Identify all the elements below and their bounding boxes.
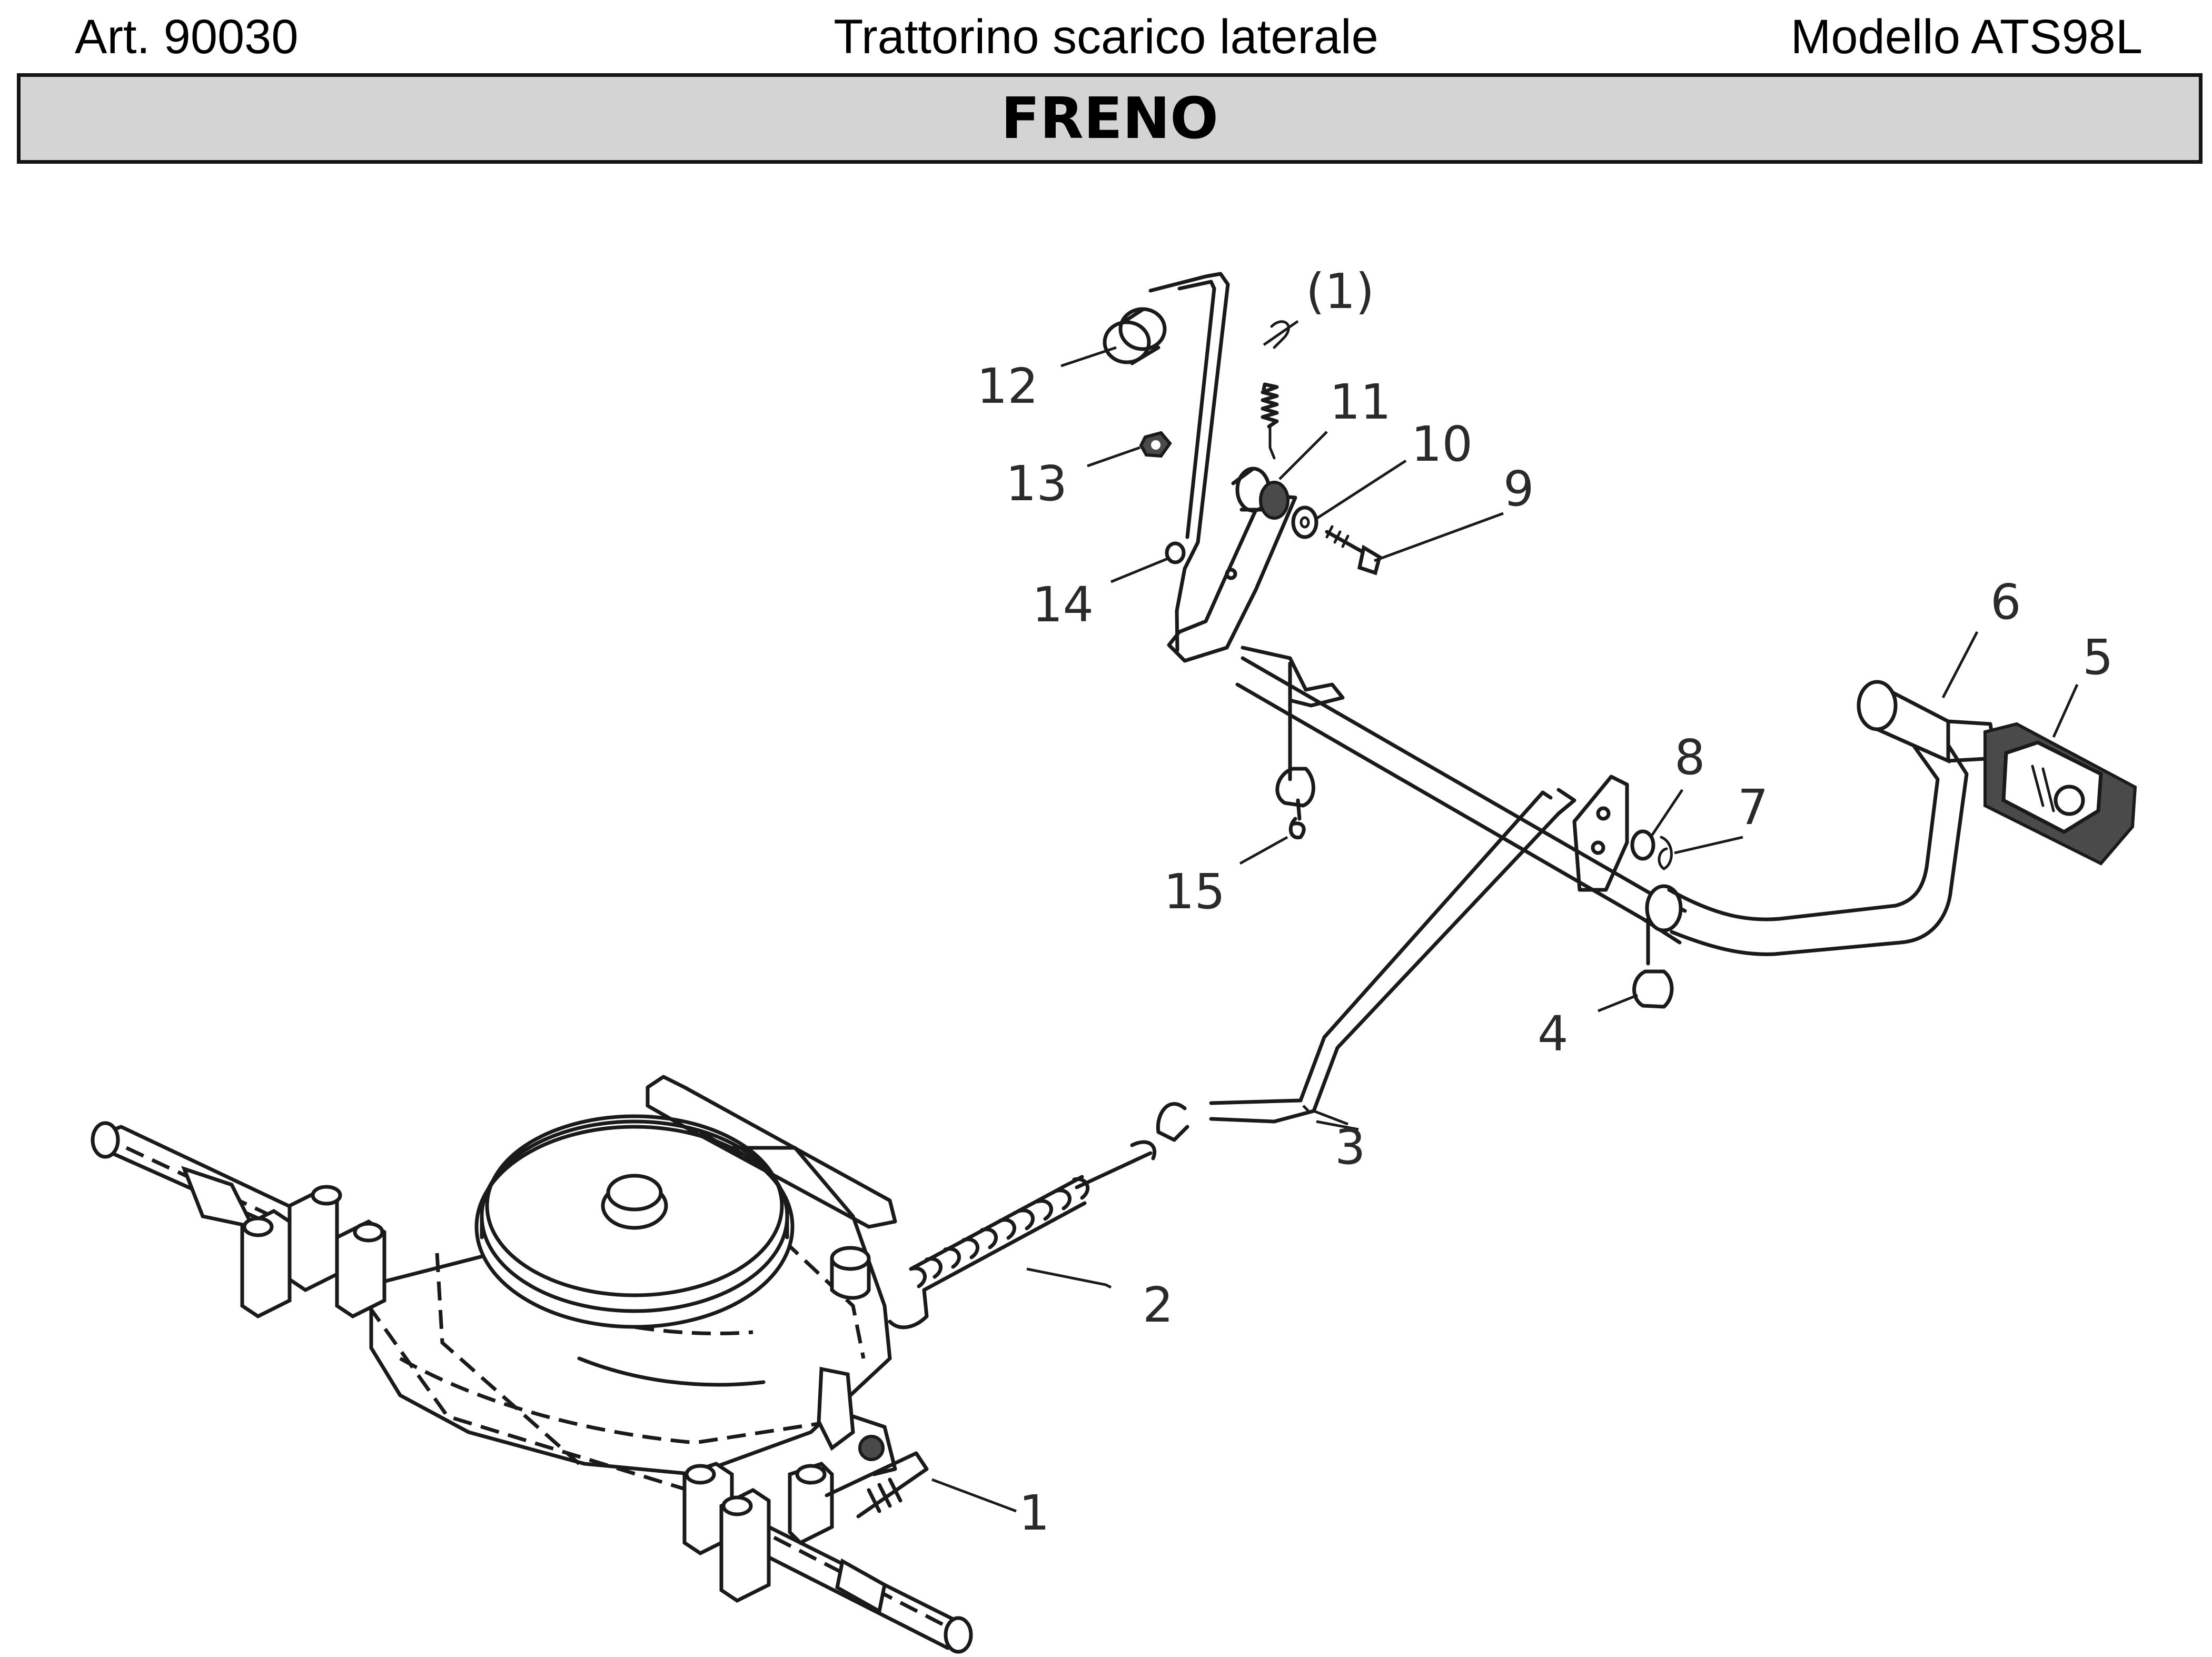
clip-15 [1275, 767, 1315, 840]
callout-label: 13 [1006, 455, 1067, 512]
callout-label: 15 [1164, 864, 1225, 920]
callout-label: 6 [1990, 574, 2021, 630]
washer-10 [1291, 505, 1318, 539]
pedal-sleeve-6 [1857, 680, 1998, 764]
right-axle-shaft [759, 1525, 973, 1654]
brake-arm-1 [817, 1366, 929, 1519]
clip-7 [1658, 836, 1673, 870]
callout-label: 10 [1411, 416, 1473, 472]
shaft-collar [1645, 884, 1683, 932]
brake-cross-shaft [1235, 646, 1687, 945]
leader-lines [931, 320, 2079, 1513]
shaft-bracket-plate [1572, 775, 1629, 892]
brake-arm-bracket [1167, 493, 1297, 663]
nut-13 [1139, 431, 1172, 458]
pulley [474, 1114, 795, 1329]
brake-rod-3 [1156, 788, 1576, 1142]
callout-label: 14 [1032, 577, 1094, 633]
spring-2 [888, 1140, 1157, 1329]
section-title: FRENO [1001, 85, 1218, 152]
axle-mount-brackets [240, 1185, 834, 1603]
model-name: Modello ATS98L [1790, 10, 2142, 64]
callout-label: 7 [1738, 779, 1769, 836]
brake-lever-rod [1148, 272, 1230, 652]
callout-label: (1) [1306, 263, 1374, 320]
callout-label: 4 [1538, 1006, 1569, 1062]
document-title: Trattorino scarico laterale [834, 10, 1378, 64]
section-banner: FRENO [17, 73, 2203, 164]
callout-label: 1 [1019, 1485, 1050, 1541]
spring-small-1 [1261, 320, 1290, 460]
article-number: Art. 90030 [75, 10, 299, 64]
housing-vent-cap [830, 1246, 871, 1300]
clip-4 [1632, 917, 1674, 1009]
callout-label: 8 [1674, 729, 1705, 786]
callout-labels: (1) 12 11 10 13 9 14 6 5 8 7 15 4 3 2 1 [977, 263, 2114, 1541]
control-lever [646, 1075, 897, 1229]
pedal-arm [1667, 740, 1969, 956]
bushing-11 [1231, 467, 1289, 520]
callout-label: 9 [1503, 461, 1534, 517]
callout-label: 5 [2082, 629, 2114, 686]
pedal-pad-5 [1983, 722, 2137, 866]
knob-12 [1103, 307, 1167, 365]
washer-8 [1630, 829, 1655, 861]
callout-label: 2 [1143, 1277, 1174, 1333]
callout-label: 12 [977, 358, 1038, 414]
callout-label: 11 [1330, 374, 1391, 430]
pin-14 [1165, 541, 1186, 564]
callout-label: 3 [1335, 1119, 1366, 1175]
bolt-9 [1325, 525, 1382, 576]
